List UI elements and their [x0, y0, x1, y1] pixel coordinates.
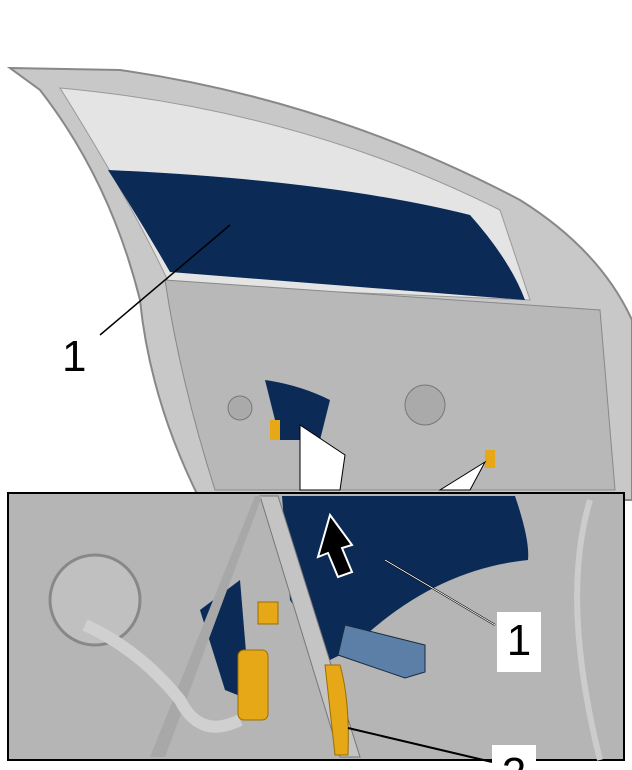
release-tool	[337, 624, 426, 679]
direction-arrow-icon	[316, 512, 354, 579]
label-detail-clip: 2	[492, 745, 536, 770]
clip-left	[237, 649, 269, 721]
label-detail-window: 1	[497, 612, 541, 672]
label-window-glass: 1	[62, 332, 87, 381]
clip-retaining	[324, 664, 349, 756]
inner-panel	[164, 279, 616, 491]
window-glass	[108, 170, 525, 300]
